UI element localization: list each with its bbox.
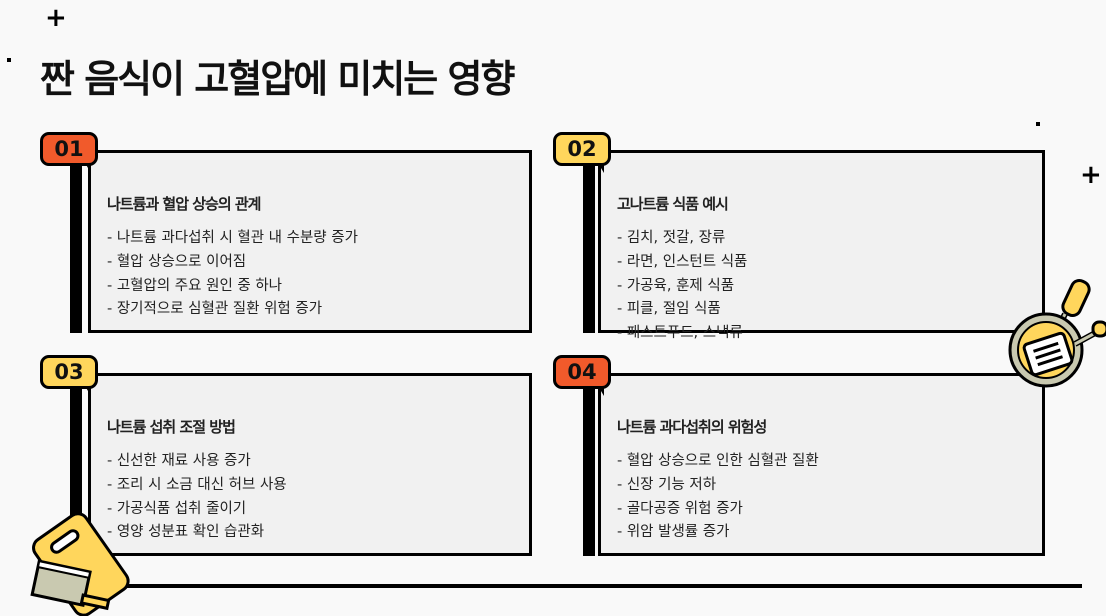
card-sodium-control: 나트륨 섭취 조절 방법 - 신선한 재료 사용 증가 - 조리 시 소금 대신…	[88, 373, 532, 556]
card-sodium-risks: 나트륨 과다섭취의 위험성 - 혈압 상승으로 인한 심혈관 질환 - 신장 기…	[598, 373, 1045, 556]
list-item: - 위암 발생률 증가	[617, 524, 730, 541]
list-item: - 신장 기능 저하	[617, 476, 717, 493]
card-heading: 고나트륨 식품 예시	[617, 195, 729, 213]
badge-number: 01	[54, 137, 84, 161]
list-item: - 신선한 재료 사용 증가	[107, 453, 251, 469]
list-item: - 피클, 절임 식품	[617, 301, 721, 318]
card-heading: 나트륨 섭취 조절 방법	[107, 418, 236, 436]
list-item: - 가공육, 훈제 식품	[617, 277, 735, 294]
list-item: - 김치, 젓갈, 장류	[617, 230, 726, 246]
list-item: - 나트륨 과다섭취 시 혈관 내 수분량 증가	[107, 230, 358, 246]
card-number-badge: 02	[553, 132, 611, 173]
card-accent-bar	[70, 150, 82, 333]
card-list: - 김치, 젓갈, 장류 - 라면, 인스턴트 식품 - 가공육, 훈제 식품 …	[617, 227, 747, 346]
card-number-badge: 04	[553, 355, 611, 396]
card-sodium-blood-pressure: 나트륨과 혈압 상승의 관계 - 나트륨 과다섭취 시 혈관 내 수분량 증가 …	[88, 150, 532, 333]
plus-icon: +	[1080, 160, 1102, 190]
frying-pan-icon	[1008, 279, 1106, 388]
list-item: - 장기적으로 심혈관 질환 위험 증가	[107, 301, 323, 318]
card-accent-bar	[583, 150, 595, 333]
badge-number: 02	[567, 137, 597, 161]
dot-decoration	[1036, 122, 1040, 126]
list-item: - 영양 성분표 확인 습관화	[107, 524, 265, 541]
card-list: - 나트륨 과다섭취 시 혈관 내 수분량 증가 - 혈압 상승으로 이어짐 -…	[107, 227, 358, 322]
card-high-sodium-foods: 고나트륨 식품 예시 - 김치, 젓갈, 장류 - 라면, 인스턴트 식품 - …	[598, 150, 1045, 341]
list-item: - 고혈압의 주요 원인 중 하나	[107, 277, 283, 294]
bottom-divider	[40, 584, 1082, 588]
page-title: 짠 음식이 고혈압에 미치는 영향	[40, 57, 515, 101]
dot-decoration	[7, 58, 11, 62]
card-list: - 신선한 재료 사용 증가 - 조리 시 소금 대신 허브 사용 - 가공식품…	[107, 450, 287, 545]
card-heading: 나트륨 과다섭취의 위험성	[617, 418, 767, 436]
badge-number: 04	[567, 360, 597, 384]
list-item: - 혈압 상승으로 이어짐	[107, 253, 247, 270]
plus-icon: +	[45, 3, 67, 33]
card-accent-bar	[583, 373, 595, 556]
cutting-board-icon	[30, 512, 130, 616]
card-number-badge: 01	[40, 132, 98, 173]
card-accent-bar	[70, 373, 82, 556]
list-item: - 패스트푸드, 스낵류	[617, 325, 743, 342]
card-number-badge: 03	[40, 355, 98, 396]
list-item: - 조리 시 소금 대신 허브 사용	[107, 476, 287, 493]
card-list: - 혈압 상승으로 인한 심혈관 질환 - 신장 기능 저하 - 골다공증 위험…	[617, 450, 819, 545]
list-item: - 골다공증 위험 증가	[617, 500, 743, 517]
list-item: - 가공식품 섭취 줄이기	[107, 500, 247, 517]
list-item: - 혈압 상승으로 인한 심혈관 질환	[617, 453, 819, 469]
list-item: - 라면, 인스턴트 식품	[617, 253, 748, 270]
badge-number: 03	[54, 360, 84, 384]
card-heading: 나트륨과 혈압 상승의 관계	[107, 195, 261, 213]
